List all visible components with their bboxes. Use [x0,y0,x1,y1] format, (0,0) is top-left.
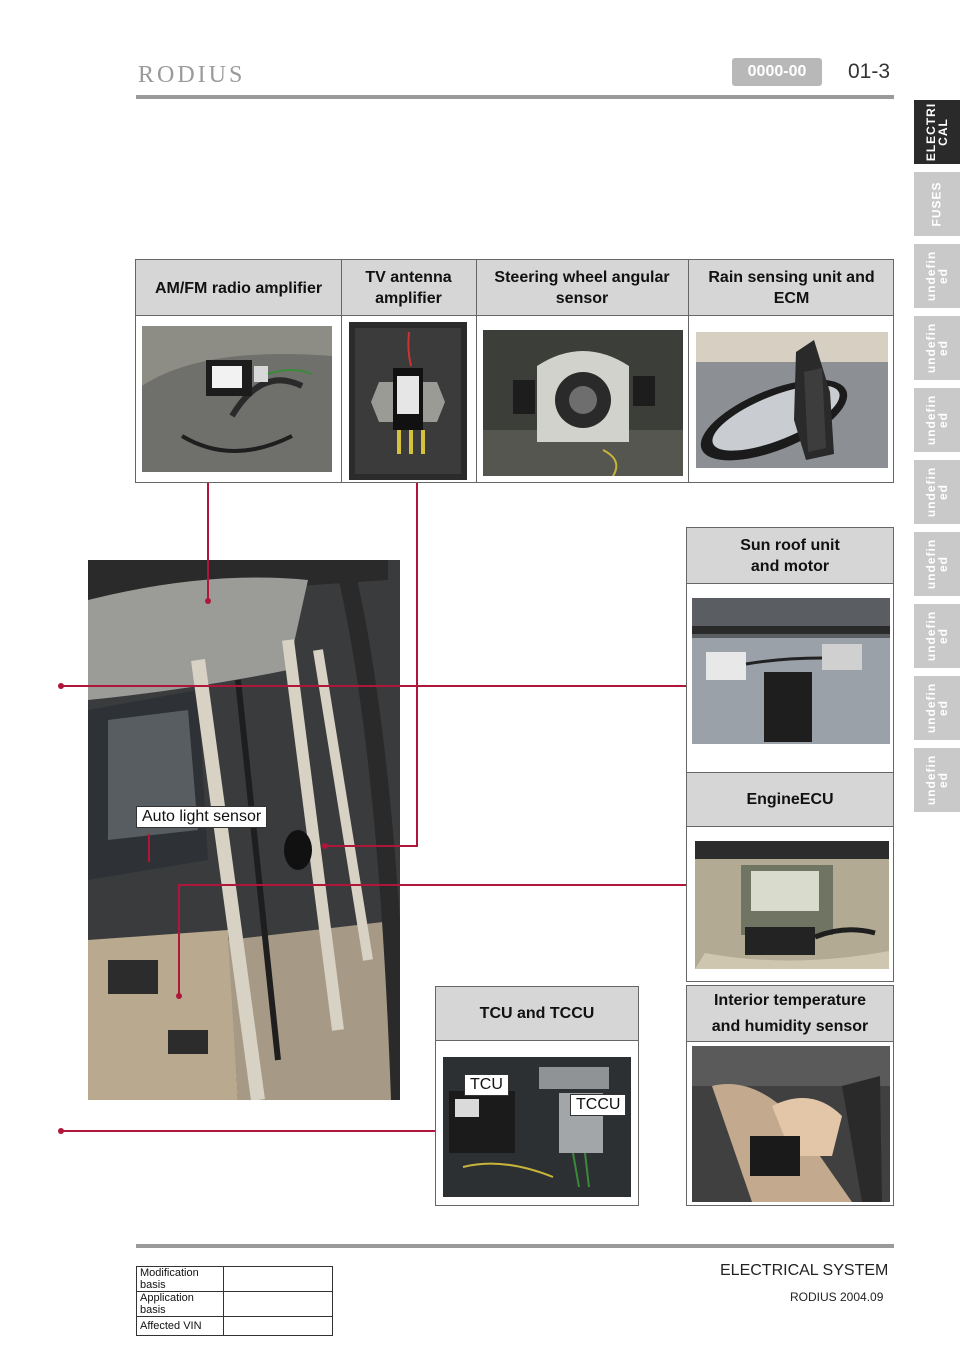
interior-sensor-title: Interior temperature and humidity sensor [687,986,893,1042]
tcu-title: TCU and TCCU [436,987,638,1041]
section-code-badge: 0000-00 [732,58,822,86]
vehicle-interior-photo [88,560,400,1100]
modification-table: Modification basis Application basis Aff… [136,1266,333,1336]
header-am-fm-radio-amplifier: AM/FM radio amplifier [154,279,323,297]
affected-vin-value [223,1316,333,1336]
component-table: AM/FM radio amplifier TV antenna amplifi… [135,259,894,483]
tv-antenna-amplifier-photo [349,322,467,480]
modification-basis-label: Modification basis [136,1266,224,1292]
sunroof-title: Sun roof unit and motor [687,528,893,584]
interior-sensor-box: Interior temperature and humidity sensor [686,985,894,1206]
header-steering-wheel-angular-sensor: Steering wheel angular sensor [494,269,670,307]
tab-undefined-8[interactable]: undefin ed [914,748,960,812]
steering-wheel-angular-sensor-photo [483,330,683,476]
tcu-box: TCU and TCCU TCU TCCU [435,986,639,1206]
tab-undefined-4[interactable]: undefin ed [914,460,960,524]
tcu-tag: TCU [464,1074,509,1096]
sunroof-photo [692,598,890,744]
brand-logo: RODIUS [138,62,246,88]
engine-ecu-title: EngineECU [687,773,893,827]
table-row: Affected VIN [136,1316,333,1336]
footer-rule [136,1244,894,1248]
header-rain-sensing-unit: Rain sensing unit and ECM [708,269,875,307]
tab-undefined-3[interactable]: undefin ed [914,388,960,452]
tab-fuses[interactable]: FUSES [914,172,960,236]
footer-title: ELECTRICAL SYSTEM [720,1262,889,1279]
engine-ecu-photo [695,841,889,969]
application-basis-value [223,1291,333,1317]
affected-vin-label: Affected VIN [136,1316,224,1336]
header-rule [136,95,894,99]
tab-undefined-6[interactable]: undefin ed [914,604,960,668]
component-table-header-bg [136,260,893,316]
modification-basis-value [223,1266,333,1292]
table-row: Modification basis [136,1266,333,1292]
auto-light-sensor-label: Auto light sensor [136,806,268,828]
application-basis-label: Application basis [136,1291,224,1317]
rain-sensing-unit-photo [696,332,888,468]
am-fm-radio-amplifier-photo [142,326,332,472]
interior-sensor-photo [692,1046,890,1202]
header-tv-antenna-amplifier: TV antenna amplifier [365,269,452,307]
tab-undefined-5[interactable]: undefin ed [914,532,960,596]
engine-ecu-box: EngineECU [686,772,894,982]
tab-electrical[interactable]: ELECTRI CAL [914,100,960,164]
page-number: 01-3 [848,60,891,83]
sunroof-box: Sun roof unit and motor [686,527,894,773]
table-row: Application basis [136,1291,333,1317]
tab-undefined-2[interactable]: undefin ed [914,316,960,380]
tccu-tag: TCCU [570,1094,627,1116]
tab-undefined-1[interactable]: undefin ed [914,244,960,308]
footer-subtitle: RODIUS 2004.09 [790,1290,884,1304]
tab-undefined-7[interactable]: undefin ed [914,676,960,740]
